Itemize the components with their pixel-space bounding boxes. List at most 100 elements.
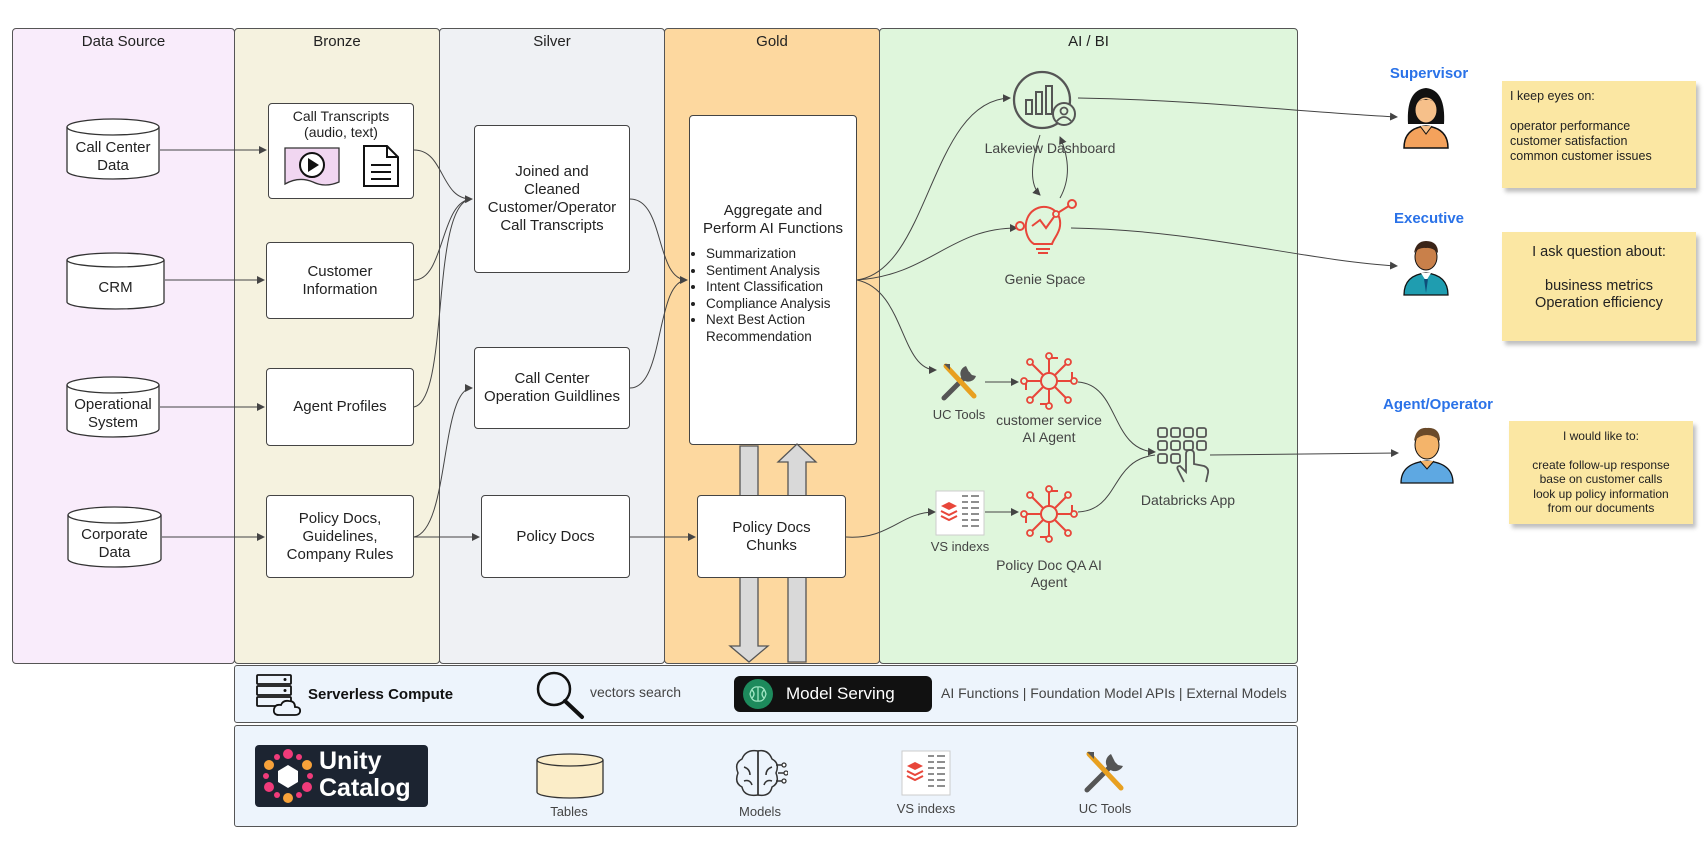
databricks-app-label: Databricks App xyxy=(1140,492,1236,508)
note-line xyxy=(1517,444,1685,458)
label-line: Unity xyxy=(319,747,382,775)
vs-indexes-bottom-label: VS indexs xyxy=(896,801,956,816)
app-grid-icon xyxy=(1157,427,1210,483)
note-line: I would like to: xyxy=(1562,429,1640,443)
ai-function-item: Intent Classification xyxy=(706,279,854,296)
agent-note: I would like to: create follow-up respon… xyxy=(1509,421,1693,524)
model-serving-icon xyxy=(743,679,773,709)
vectors-search-icon xyxy=(536,671,584,719)
box-label: Call Transcripts xyxy=(500,217,604,234)
executive-avatar-icon xyxy=(1403,241,1449,296)
vs-indexes-icon xyxy=(935,490,985,536)
box-label: Joined and xyxy=(515,163,589,180)
source-label: Operational xyxy=(74,396,152,413)
lane-title-gold: Gold xyxy=(756,33,788,50)
lane-title-bronze: Bronze xyxy=(313,33,361,50)
box-label: Information xyxy=(302,280,378,298)
serverless-compute-label: Serverless Compute xyxy=(308,686,454,703)
box-label: Operation Guildlines xyxy=(484,388,620,405)
ai-agent-brain-icon xyxy=(1020,352,1078,410)
note-line: Operation efficiency xyxy=(1535,295,1663,311)
note-line: look up policy information xyxy=(1533,486,1669,501)
box-label: Guidelines, xyxy=(302,527,378,545)
note-line xyxy=(1510,104,1688,119)
box-label: (audio, text) xyxy=(304,124,378,140)
note-line: I ask question about: xyxy=(1532,244,1666,260)
note-line: customer satisfaction xyxy=(1510,134,1628,148)
source-label: Data xyxy=(98,544,131,561)
note-line: base on customer calls xyxy=(1539,472,1663,486)
persona-agent-label: Agent/Operator xyxy=(1382,396,1493,413)
lane-title-silver: Silver xyxy=(533,33,571,50)
vs-indexes-label: VS indexs xyxy=(930,539,990,554)
box-label: Chunks xyxy=(746,536,797,554)
vs-indexes-icon xyxy=(901,750,951,796)
ai-function-item: Sentiment Analysis xyxy=(706,263,854,280)
executive-note: I ask question about: business metrics O… xyxy=(1502,232,1696,341)
ai-function-item: Next Best Action Recommendation xyxy=(706,312,854,345)
box-label: Agent Profiles xyxy=(293,398,387,415)
ai-functions-list: Summarization Sentiment Analysis Intent … xyxy=(692,246,854,345)
bronze-agent-profiles: Agent Profiles xyxy=(266,368,414,446)
silver-policy-docs: Policy Docs xyxy=(481,495,630,578)
box-label: Customer/Operator xyxy=(487,199,617,216)
uc-tools-bottom-label: UC Tools xyxy=(1078,801,1132,816)
note-line: from our documents xyxy=(1547,501,1655,515)
box-label: Aggregate and xyxy=(723,202,823,219)
box-label: Call Center xyxy=(514,370,590,387)
compute-bar: Serverless Compute vectors search Model … xyxy=(234,665,1298,723)
lane-title-ai-bi: AI / BI xyxy=(1068,33,1109,50)
source-label: Corporate xyxy=(81,526,148,543)
note-line: business metrics xyxy=(1545,278,1653,294)
source-label: Data xyxy=(97,157,129,174)
box-label: Policy Docs, xyxy=(298,509,382,527)
tables-label: Tables xyxy=(550,804,588,819)
source-label: Call Center xyxy=(75,139,151,156)
video-icon xyxy=(284,147,340,186)
note-line: create follow-up response xyxy=(1532,457,1670,472)
tables-cylinder-icon xyxy=(536,753,604,799)
agent-avatar-icon xyxy=(1400,427,1454,484)
lakeview-dashboard-icon xyxy=(1012,70,1076,130)
lane-title-data-source: Data Source xyxy=(81,33,166,50)
label-line: Catalog xyxy=(319,774,411,802)
genie-bulb-icon xyxy=(1015,199,1077,254)
source-crm-cylinder: CRM xyxy=(66,252,165,310)
models-label: Models xyxy=(739,804,781,819)
supervisor-avatar-icon xyxy=(1403,88,1449,149)
label-line: Policy Doc QA AI xyxy=(996,557,1102,573)
supervisor-note: I keep eyes on: operator performance cus… xyxy=(1502,81,1696,188)
persona-supervisor-label: Supervisor xyxy=(1389,65,1469,82)
uc-tools-label: UC Tools xyxy=(932,407,986,422)
genie-space-label: Genie Space xyxy=(1004,271,1086,287)
models-brain-icon xyxy=(735,749,788,797)
ai-function-item: Summarization xyxy=(706,246,854,263)
lakeview-dashboard-label: Lakeview Dashboard xyxy=(984,140,1116,156)
box-label: Policy Docs xyxy=(516,527,595,545)
note-line: common customer issues xyxy=(1510,149,1652,163)
ai-functions-label: AI Functions | Foundation Model APIs | E… xyxy=(941,685,1287,701)
model-serving-badge: Model Serving xyxy=(734,676,932,712)
box-label: Call Transcripts xyxy=(292,108,390,124)
uc-tools-icon xyxy=(941,363,977,401)
label-line: AI Agent xyxy=(1022,429,1076,445)
note-line: operator performance xyxy=(1510,119,1631,133)
ai-agent-brain-icon xyxy=(1020,485,1078,543)
label-line: Agent xyxy=(1030,574,1068,590)
model-serving-label: Model Serving xyxy=(786,684,895,703)
bronze-call-transcripts: Call Transcripts(audio, text) xyxy=(268,103,414,199)
box-label: Company Rules xyxy=(286,545,394,563)
box-label: Cleaned xyxy=(524,181,580,198)
uc-tools-icon xyxy=(1084,751,1124,793)
